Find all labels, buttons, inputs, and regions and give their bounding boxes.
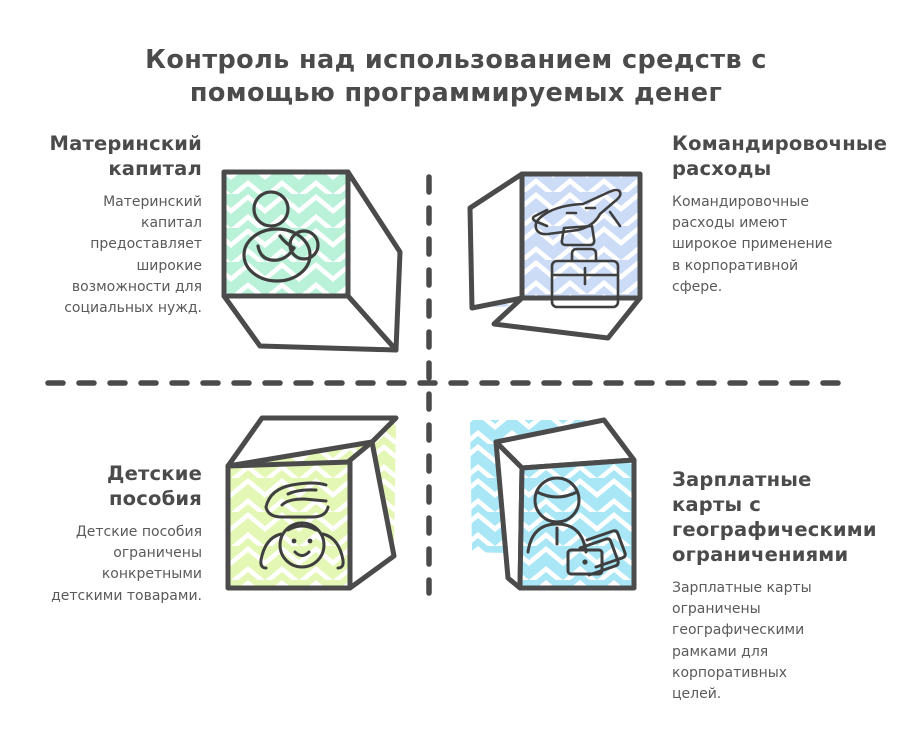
- employee-with-cards-icon: [526, 476, 627, 577]
- illustration-business-travel-expenses: [467, 171, 643, 341]
- quadrant-body: Материнский капитал предоставляет широки…: [64, 193, 202, 317]
- vertical-divider: [426, 174, 432, 596]
- hand-over-baby-icon: [259, 481, 345, 570]
- illustration-child-benefits: [225, 415, 399, 591]
- card-stack-icon: [566, 529, 627, 577]
- illustration-geo-restricted-payroll-cards: [470, 417, 637, 591]
- quadrant-heading: Командировочные расходы: [672, 132, 888, 180]
- quadrant-body: Зарплатные карты ограничены географическ…: [672, 579, 812, 703]
- horizontal-divider: [45, 380, 841, 386]
- quadrant-text-geo-restricted-payroll-cards: Зарплатные карты с географическими огран…: [672, 468, 877, 705]
- quadrant-body: Детские пособия ограничены конкретными д…: [51, 523, 202, 604]
- airplane-icon: [531, 188, 622, 247]
- illustration-maternity-capital: [221, 169, 403, 353]
- quadrant-heading: Детские пособия: [107, 462, 202, 510]
- mother-and-child-icon: [242, 190, 320, 283]
- card-front-panel: [519, 171, 643, 301]
- card-front-panel: [517, 457, 637, 591]
- quadrant-text-child-benefits: Детские пособия Детские пособия ограниче…: [34, 462, 202, 607]
- quadrant-text-maternity-capital: Материнский капитал Материнский капитал …: [44, 132, 202, 320]
- page-title: Контроль над использованием средств с по…: [145, 45, 767, 109]
- quadrant-heading: Зарплатные карты с географическими огран…: [672, 468, 877, 566]
- briefcase-icon: [550, 247, 620, 309]
- quadrant-body: Командировочные расходы имеют широкое пр…: [672, 193, 833, 295]
- quadrant-text-business-travel-expenses: Командировочные расходы Командировочные …: [672, 132, 888, 298]
- quadrant-heading: Материнский капитал: [49, 132, 202, 180]
- card-front-panel: [221, 169, 351, 299]
- card-front-panel: [225, 459, 353, 591]
